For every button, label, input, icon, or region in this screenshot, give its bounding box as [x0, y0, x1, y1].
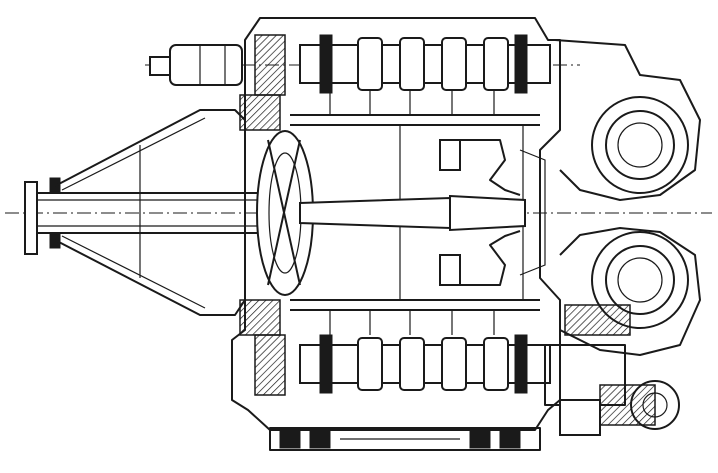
- supercharger-scroll-lower: [559, 227, 701, 356]
- compressor-driveshaft: [299, 194, 526, 232]
- lower-crankshaft: [254, 310, 551, 396]
- upper-accessory-drive: [149, 44, 243, 86]
- upper-crankshaft: [254, 34, 551, 115]
- compressor-impeller: [439, 139, 546, 286]
- oil-sump: [269, 427, 541, 451]
- rear-accessory-housing: [544, 304, 680, 436]
- central-gear-train: [239, 94, 314, 336]
- supercharger-scroll-upper: [554, 39, 701, 201]
